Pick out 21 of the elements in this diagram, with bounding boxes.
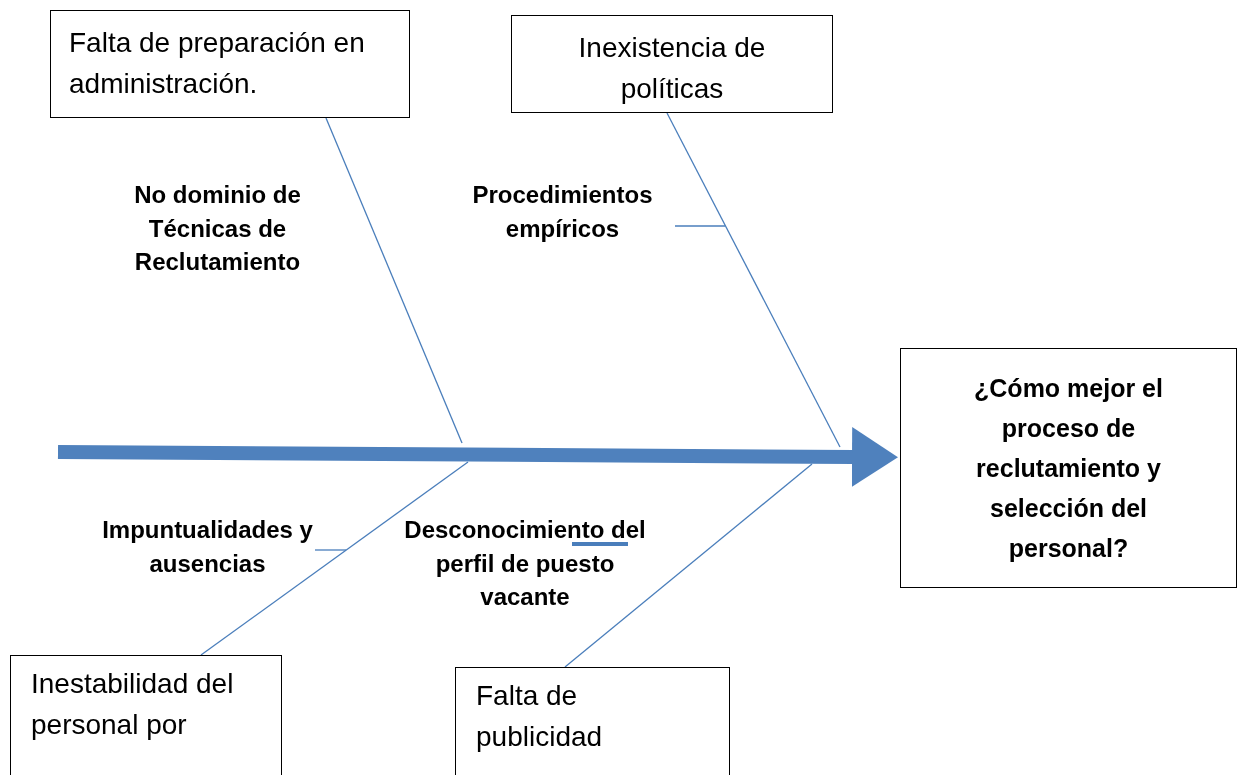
spine-arrow <box>57 427 898 487</box>
bone-line <box>314 549 347 551</box>
cause-text: Inexistencia de políticas <box>577 31 767 106</box>
cause-text: Falta de publicidad <box>476 679 604 754</box>
sub-cause-label: Procedimientos empíricos <box>450 178 675 248</box>
bone-line <box>674 225 726 227</box>
bone-line <box>666 112 841 448</box>
sub-cause-label: No dominio de Técnicas de Reclutamiento <box>95 178 340 280</box>
effect-box <box>900 348 1237 588</box>
effect-question: ¿Cómo mejor el proceso de reclutamiento y selección del personal? <box>973 373 1164 564</box>
cause-box <box>455 667 730 775</box>
cause-box <box>511 15 833 113</box>
sub-cause-label: Desconocimiento del perfil de puesto vacante <box>400 513 650 615</box>
bone-line <box>564 463 813 668</box>
sub-cause-label: Impuntualidades y ausencias <box>100 513 315 583</box>
bone-line <box>325 117 463 444</box>
cause-text: Inestabilidad del personal por <box>31 667 235 742</box>
cause-box <box>50 10 410 118</box>
cause-box <box>10 655 282 775</box>
cause-text: Falta de preparación en administración. <box>69 26 366 101</box>
bone-line <box>200 461 469 656</box>
